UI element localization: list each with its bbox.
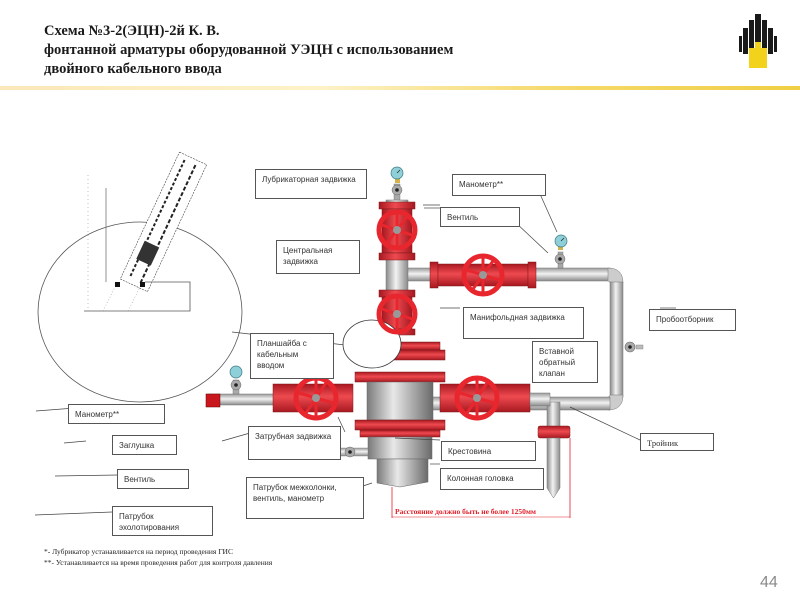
label-intercolumn-pipe: Патрубок межколонки, вентиль, манометр — [246, 477, 364, 519]
label-manifold-valve: Манифольдная задвижка — [463, 307, 584, 339]
header-separator — [0, 86, 800, 90]
footnote-2: **- Устанавливается на время проведения … — [44, 558, 273, 567]
label-cross: Крестовина — [441, 441, 536, 461]
label-lubricator-valve: Лубрикаторная задвижка — [255, 169, 367, 199]
label-column-head: Колонная головка — [440, 468, 544, 490]
label-echo-pipe: Патрубок эхолотирования — [112, 506, 213, 536]
rosneft-logo-icon — [739, 14, 777, 68]
label-cable-plate: Планшайба с кабельным вводом — [250, 333, 334, 379]
page-title: Схема №3-2(ЭЦН)-2й К. В. фонтанной армат… — [44, 22, 564, 79]
title-line-3: двойного кабельного ввода — [44, 61, 222, 77]
label-valve-top: Вентиль — [440, 207, 520, 227]
cable-entry-inset — [37, 151, 346, 403]
handwheels — [293, 209, 505, 421]
label-plug: Заглушка — [112, 435, 177, 455]
distance-bracket — [391, 438, 571, 518]
page-number: 44 — [760, 574, 778, 591]
label-valve-left: Вентиль — [117, 469, 189, 489]
footnotes: *- Лубрикатор устанавливается на период … — [44, 546, 304, 568]
label-check-valve: Вставной обратный клапан — [532, 341, 598, 383]
label-manometer-top: Манометр** — [452, 174, 546, 196]
label-tee: Тройник — [640, 433, 714, 451]
title-line-2: фонтанной арматуры оборудованной УЭЦН с … — [44, 42, 454, 58]
leader-lines — [34, 193, 676, 516]
label-sampler: Пробоотборник — [649, 309, 736, 331]
footnote-1: *- Лубрикатор устанавливается на период … — [44, 547, 233, 556]
label-manometer-left: Манометр** — [68, 404, 165, 424]
label-annulus-valve: Затрубная задвижка — [248, 426, 341, 460]
title-line-1: Схема №3-2(ЭЦН)-2й К. В. — [44, 23, 220, 39]
label-central-valve: Центральная задвижка — [276, 240, 360, 274]
distance-note: Расстояние должно быть не более 1250мм — [395, 507, 537, 516]
